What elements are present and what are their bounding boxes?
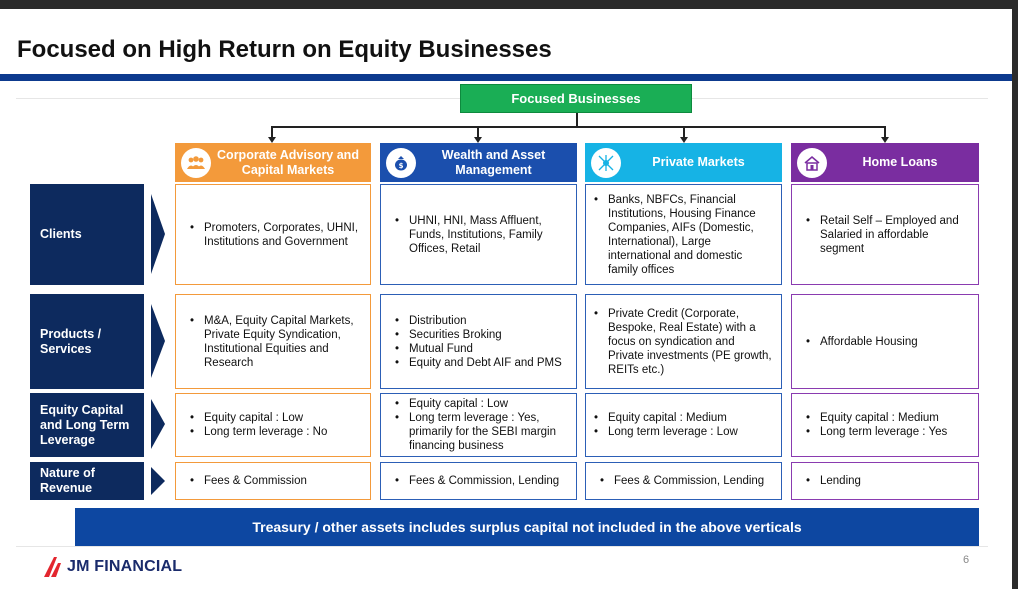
arrowhead-1 bbox=[268, 137, 276, 143]
bullet: Long term leverage : Yes bbox=[806, 425, 947, 439]
row-arrow bbox=[151, 467, 165, 495]
page-title: Focused on High Return on Equity Busines… bbox=[17, 36, 552, 63]
column-label: Private Markets bbox=[652, 155, 745, 169]
column-header-private-markets: Private Markets bbox=[585, 143, 782, 182]
bullet: Affordable Housing bbox=[806, 335, 918, 349]
row-label-revenue: Nature of Revenue bbox=[30, 462, 144, 500]
bullet: Fees & Commission bbox=[190, 474, 307, 488]
cell-equity-corporate: Equity capital : LowLong term leverage :… bbox=[175, 393, 371, 457]
bullet: Equity capital : Low bbox=[395, 397, 568, 411]
slide: Focused on High Return on Equity Busines… bbox=[0, 9, 1012, 589]
row-label-products: Products / Services bbox=[30, 294, 144, 389]
bullet: Fees & Commission, Lending bbox=[395, 474, 559, 488]
cell-clients-private: Banks, NBFCs, Financial Institutions, Ho… bbox=[585, 184, 782, 285]
cell-products-home: Affordable Housing bbox=[791, 294, 979, 389]
bullet: Retail Self – Employed and Salaried in a… bbox=[806, 214, 970, 256]
row-label-clients: Clients bbox=[30, 184, 144, 285]
cell-revenue-home: Lending bbox=[791, 462, 979, 500]
row-label-equity: Equity Capital and Long Term Leverage bbox=[30, 393, 144, 457]
bullet: Banks, NBFCs, Financial Institutions, Ho… bbox=[594, 193, 773, 277]
bullet: Distribution bbox=[395, 314, 562, 328]
cell-revenue-corporate: Fees & Commission bbox=[175, 462, 371, 500]
arrowhead-2 bbox=[474, 137, 482, 143]
bullet: Equity capital : Medium bbox=[806, 411, 947, 425]
jm-financial-logo: JM FINANCIAL bbox=[42, 555, 182, 579]
bullet: Private Credit (Corporate, Bespoke, Real… bbox=[594, 307, 773, 377]
cell-clients-corporate: Promoters, Corporates, UHNI, Institution… bbox=[175, 184, 371, 285]
row-arrow bbox=[151, 399, 165, 449]
connector-drop-3 bbox=[683, 126, 685, 137]
column-label: Home Loans bbox=[862, 155, 938, 169]
bullet: Equity and Debt AIF and PMS bbox=[395, 356, 562, 370]
logo-text: JM FINANCIAL bbox=[67, 558, 183, 575]
cell-clients-wealth: UHNI, HNI, Mass Affluent, Funds, Institu… bbox=[380, 184, 577, 285]
bullet: Equity capital : Medium bbox=[594, 411, 738, 425]
people-group-icon bbox=[181, 147, 211, 178]
bullet: Fees & Commission, Lending bbox=[600, 474, 764, 488]
connector-drop-4 bbox=[884, 126, 886, 137]
bullet: Mutual Fund bbox=[395, 342, 562, 356]
treasury-banner: Treasury / other assets includes surplus… bbox=[75, 508, 979, 546]
bullet: Lending bbox=[806, 474, 861, 488]
cell-equity-wealth: Equity capital : LowLong term leverage :… bbox=[380, 393, 577, 457]
column-label: Corporate Advisory and Capital Markets bbox=[217, 147, 359, 177]
cell-revenue-wealth: Fees & Commission, Lending bbox=[380, 462, 577, 500]
row-arrow bbox=[151, 194, 165, 274]
cell-revenue-private: Fees & Commission, Lending bbox=[585, 462, 782, 500]
money-bag-icon: $ bbox=[386, 147, 416, 178]
network-icon bbox=[591, 147, 621, 178]
cell-equity-private: Equity capital : MediumLong term leverag… bbox=[585, 393, 782, 457]
column-header-home-loans: Home Loans bbox=[791, 143, 979, 182]
connector-vertical bbox=[576, 113, 578, 126]
title-underline-bar bbox=[0, 74, 1012, 81]
jm-logo-mark-icon bbox=[44, 557, 61, 577]
house-icon bbox=[797, 147, 827, 178]
bullet: M&A, Equity Capital Markets, Private Equ… bbox=[190, 314, 362, 370]
footer-divider bbox=[16, 546, 988, 547]
cell-products-corporate: M&A, Equity Capital Markets, Private Equ… bbox=[175, 294, 371, 389]
connector-horizontal bbox=[271, 126, 885, 128]
arrowhead-3 bbox=[680, 137, 688, 143]
bullet: Long term leverage : Yes, primarily for … bbox=[395, 411, 568, 453]
column-header-corporate-advisory: Corporate Advisory and Capital Markets bbox=[175, 143, 371, 182]
cell-clients-home: Retail Self – Employed and Salaried in a… bbox=[791, 184, 979, 285]
cell-products-wealth: DistributionSecurities BrokingMutual Fun… bbox=[380, 294, 577, 389]
bullet: Long term leverage : Low bbox=[594, 425, 738, 439]
row-arrow bbox=[151, 304, 165, 378]
connector-drop-1 bbox=[271, 126, 273, 137]
bullet: Long term leverage : No bbox=[190, 425, 327, 439]
column-label: Wealth and Asset Management bbox=[441, 147, 546, 177]
cell-products-private: Private Credit (Corporate, Bespoke, Real… bbox=[585, 294, 782, 389]
arrowhead-4 bbox=[881, 137, 889, 143]
bullet: Equity capital : Low bbox=[190, 411, 327, 425]
svg-text:$: $ bbox=[399, 162, 404, 170]
column-header-wealth-asset: $ Wealth and Asset Management bbox=[380, 143, 577, 182]
cell-equity-home: Equity capital : MediumLong term leverag… bbox=[791, 393, 979, 457]
connector-drop-2 bbox=[477, 126, 479, 137]
focused-businesses-box: Focused Businesses bbox=[460, 84, 692, 113]
bullet: Promoters, Corporates, UHNI, Institution… bbox=[190, 221, 362, 249]
bullet: Securities Broking bbox=[395, 328, 562, 342]
bullet: UHNI, HNI, Mass Affluent, Funds, Institu… bbox=[395, 214, 568, 256]
page-number: 6 bbox=[963, 554, 970, 566]
